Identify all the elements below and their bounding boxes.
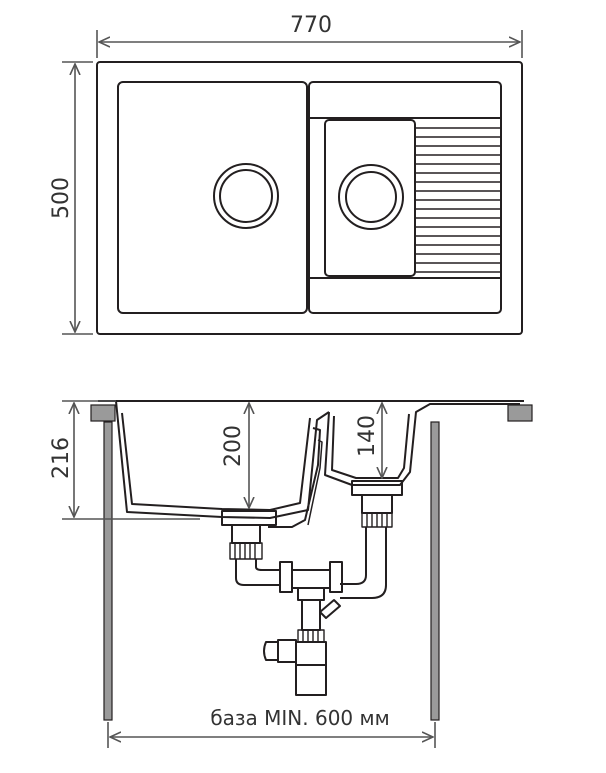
sink-outline <box>96 61 523 335</box>
right-section <box>308 81 502 314</box>
countertop-left <box>90 404 116 422</box>
side-view <box>98 400 524 696</box>
main-bowl-section-inner <box>121 412 311 511</box>
left-drain-pipe <box>235 559 280 586</box>
main-drain-body <box>231 524 261 544</box>
main-drain-nut <box>229 542 263 560</box>
siphon-outlet-cap <box>263 641 278 661</box>
small-drain-flange <box>351 480 403 496</box>
depth-label: 500 <box>49 177 74 219</box>
total-height-label: 216 <box>49 437 74 479</box>
cabinet-wall-left <box>103 421 113 721</box>
countertop <box>90 404 533 422</box>
siphon-bowl <box>295 641 327 666</box>
small-bowl <box>324 119 416 277</box>
main-drain-outer <box>213 163 279 229</box>
main-bowl-section-outer <box>115 400 330 519</box>
small-drain-inner <box>345 171 397 223</box>
overflow-channel <box>268 427 321 528</box>
siphon-cup <box>295 664 327 696</box>
main-bowl <box>117 81 308 314</box>
main-drain-inner <box>219 169 273 223</box>
small-drain-body <box>361 494 393 514</box>
cabinet-base-label: база MIN. 600 мм <box>210 706 389 730</box>
small-bowl-depth-label: 140 <box>355 415 380 457</box>
side-dimensions <box>62 400 436 748</box>
main-bowl-depth-label: 200 <box>221 425 246 467</box>
siphon-side-outlet <box>277 639 297 663</box>
siphon-tube <box>301 599 321 631</box>
cabinet-walls <box>103 421 440 721</box>
siphon-side-inlet <box>319 599 341 619</box>
top-view <box>96 61 523 335</box>
width-label: 770 <box>290 13 332 38</box>
left-pipe-connector <box>279 561 293 593</box>
tee-collar <box>297 587 325 601</box>
right-pipe-connector <box>329 561 343 593</box>
right-drain-pipe <box>340 527 387 599</box>
small-drain-outer <box>338 164 404 230</box>
pipe-tee <box>291 569 331 589</box>
cabinet-wall-right <box>430 421 440 721</box>
countertop-right <box>507 404 533 422</box>
small-bowl-section-outer <box>324 403 520 486</box>
top-dimensions <box>62 30 523 335</box>
drainer-ribs <box>416 127 501 273</box>
small-drain-nut <box>361 512 393 528</box>
siphon-nut <box>297 629 325 643</box>
